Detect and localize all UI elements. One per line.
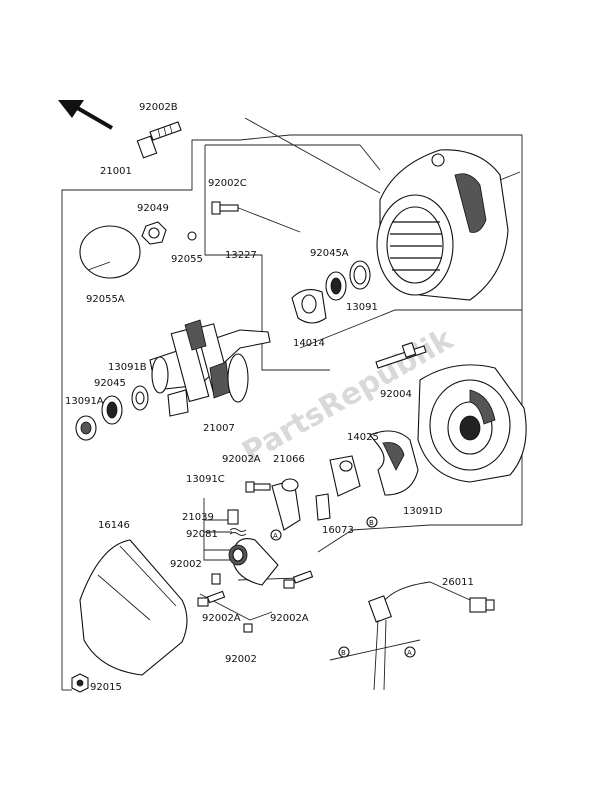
- cover-16146: [79, 539, 188, 676]
- screw-92002a-lower-left: [197, 590, 226, 607]
- bolt-92002c: [211, 201, 239, 215]
- label-14014: 14014: [293, 338, 325, 349]
- label-13091a: 13091A: [65, 396, 104, 407]
- label-21001: 21001: [100, 166, 132, 177]
- label-13227: 13227: [225, 250, 257, 261]
- label-92002c: 92002C: [208, 178, 247, 189]
- screw-92002a-lower-right: [283, 570, 314, 589]
- label-21066: 21066: [273, 454, 305, 465]
- seal-13091b: [131, 385, 149, 411]
- marker-b-1-text: B: [369, 519, 374, 527]
- assembly-outline-21001: [61, 134, 291, 691]
- stud-bolt-92004: [375, 342, 427, 369]
- label-21039: 21039: [182, 512, 214, 523]
- label-92002-2: 92002: [225, 654, 257, 665]
- front-housing: [417, 364, 527, 483]
- label-16146: 16146: [98, 520, 130, 531]
- screw-92002-bottom: [243, 623, 253, 633]
- label-92002-1: 92002: [170, 559, 202, 570]
- wire-harness-26011: [329, 581, 495, 691]
- nut-92049: [141, 221, 167, 245]
- label-26011: 26011: [442, 577, 474, 588]
- label-13091d: 13091D: [403, 506, 443, 517]
- plate-14014: [291, 289, 327, 324]
- screw-92002-left: [211, 573, 221, 585]
- front-direction-arrow-icon: [58, 100, 114, 130]
- label-92045: 92045: [94, 378, 126, 389]
- seal-13091a: [75, 415, 97, 441]
- bearing-92045a: [325, 271, 347, 301]
- marker-a-1: A: [270, 529, 282, 541]
- assembly-outline-13227: [204, 144, 360, 371]
- label-92049: 92049: [137, 203, 169, 214]
- o-ring-92055: [187, 231, 197, 241]
- label-92055a: 92055A: [86, 294, 125, 305]
- marker-a-2: A: [404, 646, 416, 658]
- marker-a-1-text: A: [273, 532, 278, 540]
- rear-housing: [376, 149, 521, 301]
- brush-holder-bracket: [203, 498, 232, 561]
- spring-92081: [229, 528, 247, 536]
- label-92015: 92015: [90, 682, 122, 693]
- label-92002b: 92002B: [139, 102, 178, 113]
- label-92002a-1: 92002A: [222, 454, 261, 465]
- seal-13091: [349, 260, 371, 290]
- screw-92002a-upper: [245, 481, 271, 493]
- label-13091c: 13091C: [186, 474, 225, 485]
- brush-holder: [228, 538, 279, 586]
- label-92055: 92055: [171, 254, 203, 265]
- bolt-92015: [71, 673, 89, 693]
- label-21007: 21007: [203, 423, 235, 434]
- brush-21039: [227, 509, 239, 525]
- bearing-92045: [101, 395, 123, 425]
- label-13091b: 13091B: [108, 362, 147, 373]
- label-92002a-3: 92002A: [270, 613, 309, 624]
- label-92004: 92004: [380, 389, 412, 400]
- brush-cover-14025: [369, 430, 419, 496]
- brush-16073: [315, 493, 331, 521]
- o-ring-92055a: [79, 225, 141, 279]
- bolt-92002b: [136, 121, 182, 159]
- marker-a-2-text: A: [407, 649, 412, 657]
- regulator-21066: [271, 455, 361, 531]
- marker-b-2: B: [338, 646, 350, 658]
- marker-b-1: B: [366, 516, 378, 528]
- marker-b-2-text: B: [341, 649, 346, 657]
- label-92045a: 92045A: [310, 248, 349, 259]
- label-92002a-2: 92002A: [202, 613, 241, 624]
- label-92081: 92081: [186, 529, 218, 540]
- label-13091: 13091: [346, 302, 378, 313]
- rotor-21007: [149, 319, 271, 417]
- label-16073: 16073: [322, 525, 354, 536]
- label-14025: 14025: [347, 432, 379, 443]
